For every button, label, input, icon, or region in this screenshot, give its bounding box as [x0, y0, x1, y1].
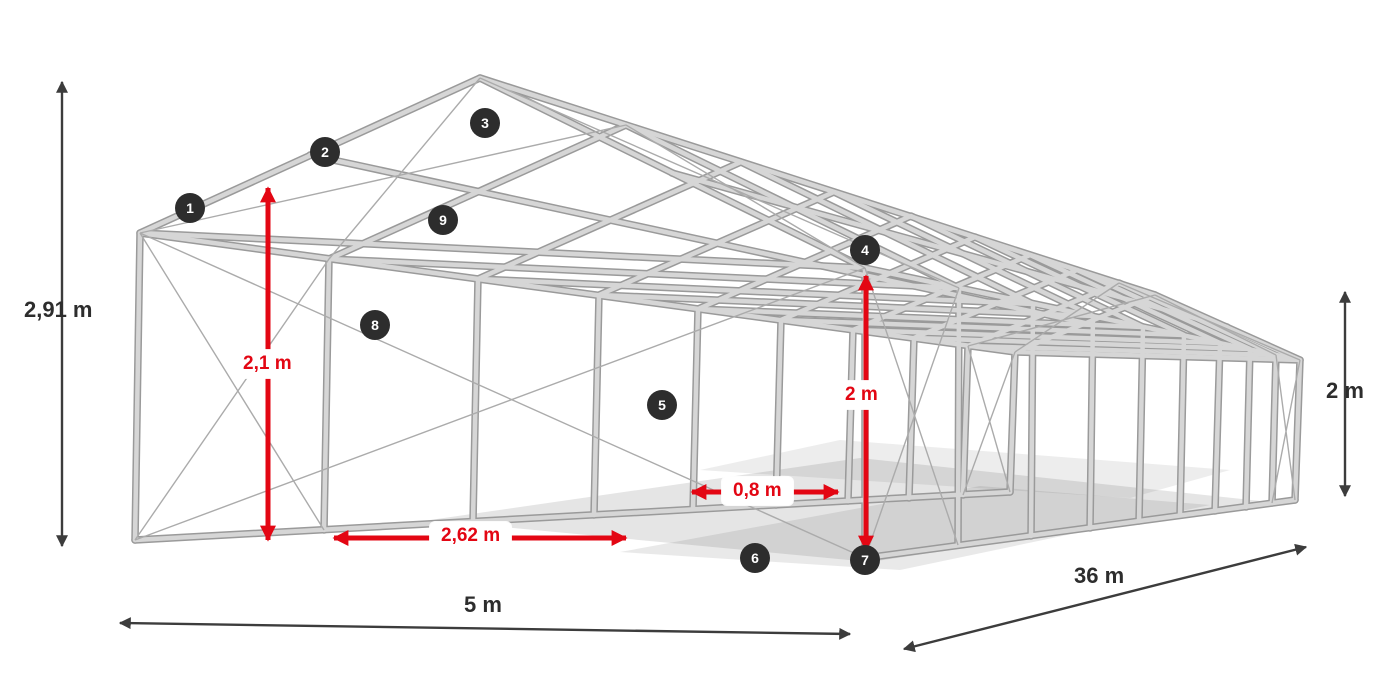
part-badge-6: 6	[740, 543, 770, 573]
dimension-label-total-height: 2,91 m	[24, 297, 93, 322]
arrow-length	[902, 543, 1308, 653]
part-badge-4: 4	[850, 235, 880, 265]
part-badge-1: 1	[175, 193, 205, 223]
part-badge-5: 5	[647, 390, 677, 420]
part-badge-9: 9	[428, 205, 458, 235]
dimension-label-length: 36 m	[1074, 563, 1125, 588]
dimension-label-ridge-clearance: 2,1 m	[232, 350, 303, 378]
bracing-cables	[134, 77, 1301, 559]
part-badge-3: 3	[470, 108, 500, 138]
dimension-arrows-dark	[56, 80, 1351, 653]
arrow-width	[118, 617, 852, 640]
part-badge-2: 2	[310, 137, 340, 167]
dimension-label-width: 5 m	[464, 592, 502, 617]
part-badge-7: 7	[850, 545, 880, 575]
part-badge-8: 8	[360, 310, 390, 340]
dimension-label-side-height: 2 m	[1326, 378, 1364, 403]
dimension-label-passage-width: 2,62 m	[430, 522, 512, 550]
dimension-label-pole-spacing: 0,8 m	[722, 477, 793, 505]
dimension-label-entrance-height: 2 m	[834, 381, 889, 409]
